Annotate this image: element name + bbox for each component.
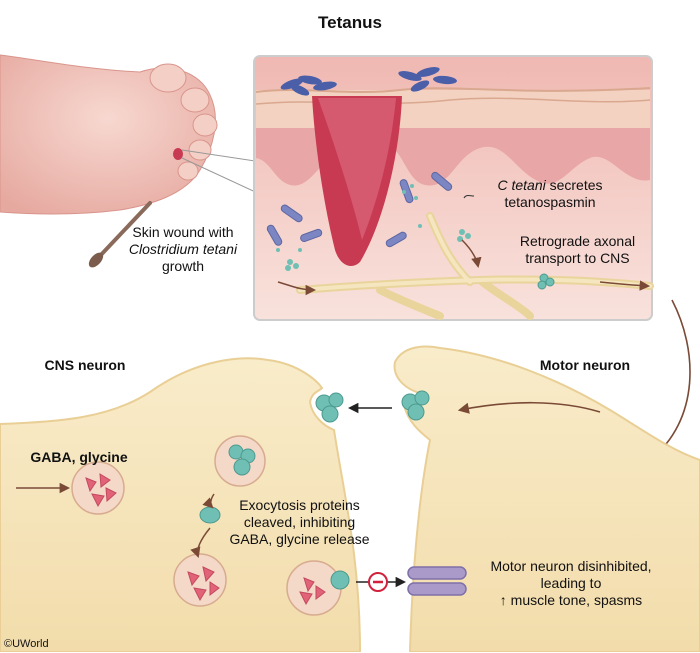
foot-wound (173, 148, 183, 160)
disinhibited-label: Motor neuron disinhibited, leading to ↑ … (478, 558, 664, 609)
zoom-line-top (181, 149, 263, 163)
transport-label: Retrograde axonal transport to CNS (505, 233, 650, 267)
exocytosis-label-line1: Exocytosis proteins (239, 497, 360, 513)
secretes-label-toxin: tetanospasmin (504, 194, 596, 210)
inhibition-symbol (356, 572, 407, 592)
exocytosis-label: Exocytosis proteins cleaved, inhibiting … (222, 497, 377, 548)
copyright: ©UWorld (4, 638, 49, 650)
wound-label-line2: Clostridium tetani (128, 241, 238, 257)
gaba-label: GABA, glycine (30, 449, 128, 465)
wound-label-line3: growth (161, 258, 205, 274)
motor-neuron (393, 345, 700, 652)
foot-illustration (0, 54, 218, 215)
wound-label: Skin wound with Clostridium tetani growt… (113, 224, 253, 275)
page-title: Tetanus (318, 13, 382, 32)
transport-label-line1: Retrograde axonal (519, 233, 636, 249)
receptor (407, 566, 467, 596)
disinhibited-label-line1: Motor neuron disinhibited, (490, 558, 652, 574)
gaba-vesicle-1 (71, 461, 125, 515)
disinhibited-label-line3: ↑ muscle tone, spasms (499, 592, 643, 608)
disinhibited-label-line2: leading to (540, 575, 602, 591)
cns-neuron (0, 357, 362, 652)
cns-neuron-label: CNS neuron (44, 357, 126, 373)
secretes-pointer (463, 195, 475, 199)
wound-inset-panel (253, 55, 654, 321)
exocytosis-label-line3: GABA, glycine release (229, 531, 370, 547)
wound-label-line1: Skin wound with (132, 224, 234, 240)
motor-neuron-label: Motor neuron (539, 357, 631, 373)
transport-arrow (648, 299, 691, 462)
zoom-line-bottom (181, 157, 263, 196)
secretes-label-verb: secretes (549, 177, 603, 193)
secretes-label: C tetani secretes tetanospasmin (480, 177, 620, 211)
exocytosis-label-line2: cleaved, inhibiting (243, 514, 356, 530)
nail-illustration (88, 201, 152, 268)
transport-label-line2: transport to CNS (525, 250, 630, 266)
secretes-label-organism: C tetani (497, 177, 546, 193)
gaba-vesicle-3 (286, 560, 342, 616)
